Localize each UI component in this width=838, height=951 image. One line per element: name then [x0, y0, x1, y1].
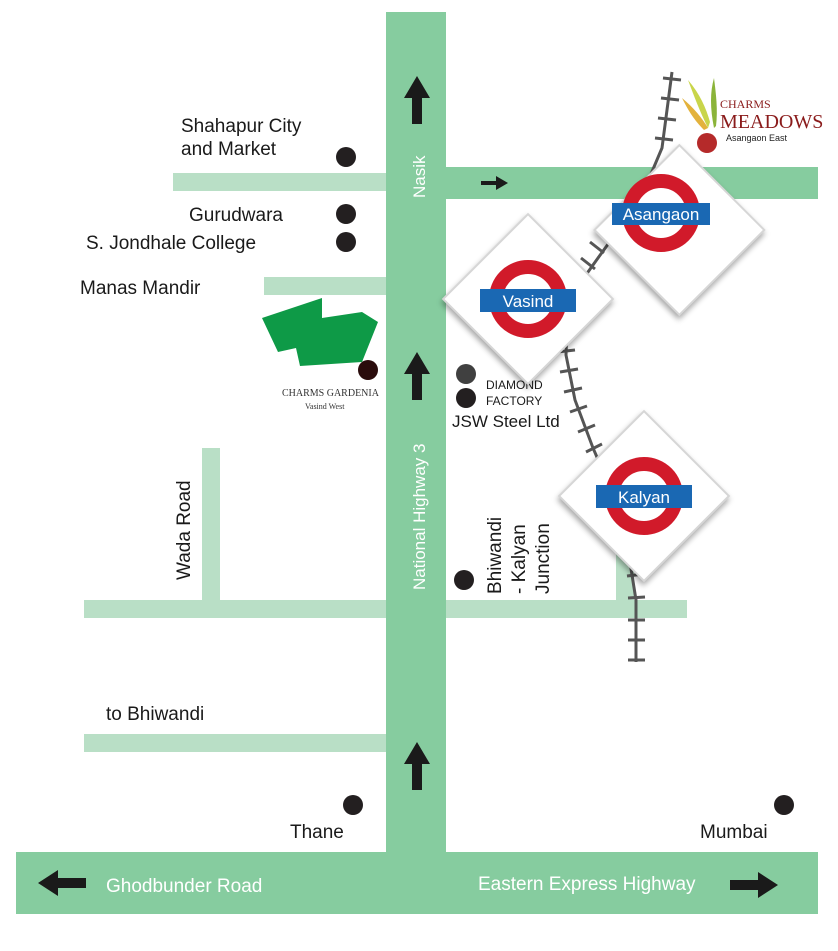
marker-charms-gardenia: [358, 360, 378, 380]
label-jondhale-college: S. Jondhale College: [86, 233, 256, 254]
north-arrow-icon-2: [404, 352, 430, 400]
logo-charms-text: CHARMS: [720, 97, 771, 111]
station-asangaon: Asangaon: [593, 143, 766, 317]
label-gurudwara: Gurudwara: [189, 205, 283, 226]
label-wada-road: Wada Road: [174, 480, 195, 580]
label-to-bhiwandi: to Bhiwandi: [106, 704, 204, 725]
road-bhiwandi: [84, 734, 388, 752]
road-manas-mandir: [264, 277, 388, 295]
label-bhiwandi: Bhiwandi: [485, 517, 506, 594]
station-vasind: Vasind: [441, 212, 615, 386]
marker-jondhale: [336, 232, 356, 252]
road-national-highway-3: [386, 12, 446, 872]
west-arrow-icon: [38, 870, 86, 896]
label-diamond-2: FACTORY: [486, 394, 542, 408]
label-manas-mandir: Manas Mandir: [80, 278, 201, 299]
marker-jsw-steel: [456, 388, 476, 408]
label-vasind-west: Vasind West: [305, 402, 345, 411]
station-kalyan: Kalyan: [557, 409, 731, 583]
label-station-vasind: Vasind: [503, 292, 554, 311]
marker-charms-meadows: [697, 133, 717, 153]
road-wada: [202, 448, 220, 608]
east-arrow-small-icon: [481, 176, 508, 190]
logo-asangaon-east: Asangaon East: [726, 133, 788, 143]
road-shahapur: [173, 173, 388, 191]
north-arrow-icon: [404, 76, 430, 124]
label-jsw-steel: JSW Steel Ltd: [452, 412, 560, 431]
east-arrow-icon: [730, 872, 778, 898]
charms-meadows-logo: CHARMS MEADOWS Asangaon East: [682, 78, 823, 143]
label-national-highway-3: National Highway 3: [410, 444, 429, 590]
label-station-asangaon: Asangaon: [623, 205, 700, 224]
label-mumbai: Mumbai: [700, 822, 768, 843]
label-thane: Thane: [290, 822, 344, 843]
label-station-kalyan: Kalyan: [618, 488, 670, 507]
label-diamond-1: DIAMOND: [486, 378, 543, 392]
label-nasik: Nasik: [410, 155, 429, 198]
marker-shahapur: [336, 147, 356, 167]
marker-gurudwara: [336, 204, 356, 224]
road-west-junction: [84, 600, 388, 618]
label-kalyan-line: - Kalyan: [509, 524, 530, 594]
gardenia-plot-shape: [262, 298, 378, 366]
label-shahapur-1: Shahapur City: [181, 116, 302, 137]
north-arrow-icon-3: [404, 742, 430, 790]
label-eastern-express-highway: Eastern Express Highway: [478, 874, 696, 895]
label-shahapur-2: and Market: [181, 139, 277, 160]
road-east-junction: [444, 600, 687, 618]
marker-mumbai: [774, 795, 794, 815]
marker-bhiwandi-junction: [454, 570, 474, 590]
marker-thane: [343, 795, 363, 815]
road-bottom-highway: [16, 852, 818, 914]
label-ghodbunder-road: Ghodbunder Road: [106, 876, 262, 897]
logo-meadows-text: MEADOWS: [720, 111, 823, 133]
label-charms-gardenia: CHARMS GARDENIA: [282, 388, 380, 399]
label-junction: Junction: [533, 523, 554, 594]
marker-diamond-factory: [456, 364, 476, 384]
